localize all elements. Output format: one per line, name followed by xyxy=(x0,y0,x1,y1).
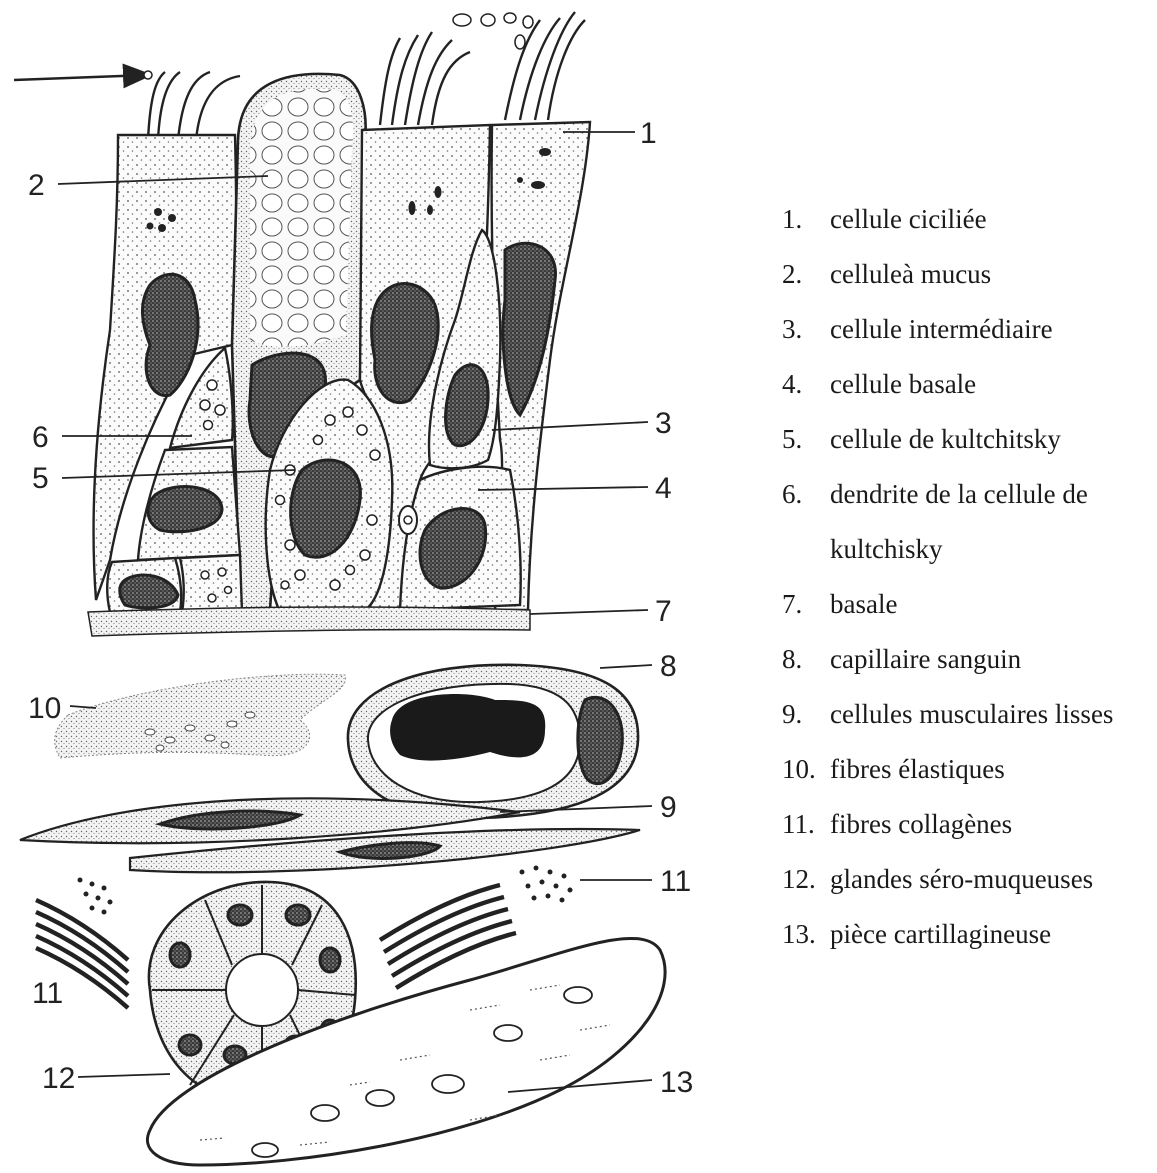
nucleus xyxy=(503,243,555,415)
legend-number: 13. xyxy=(782,907,830,962)
legend-number: 6. xyxy=(782,467,830,577)
callout-7: 7 xyxy=(655,595,672,628)
legend-label: fibres élastiques xyxy=(830,742,1152,797)
callout-9: 9 xyxy=(660,791,677,824)
legend-item: 4.cellule basale xyxy=(782,357,1152,412)
callout-6: 6 xyxy=(32,421,49,454)
callout-12: 12 xyxy=(42,1062,75,1095)
legend-item: 8.capillaire sanguin xyxy=(782,632,1152,687)
legend-number: 4. xyxy=(782,357,830,412)
legend-number: 7. xyxy=(782,577,830,632)
callout-10: 10 xyxy=(28,692,61,725)
legend-item: 6.dendrite de la cellule de kultchisky xyxy=(782,467,1152,577)
legend-item: 13.pièce cartillagineuse xyxy=(782,907,1152,962)
legend-label: fibres collagènes xyxy=(830,797,1152,852)
legend-number: 3. xyxy=(782,302,830,357)
legend-item: 3.cellule intermédiaire xyxy=(782,302,1152,357)
legend-label: cellule basale xyxy=(830,357,1152,412)
basal-cell-small xyxy=(180,555,242,612)
callout-1: 1 xyxy=(640,117,657,150)
legend-number: 10. xyxy=(782,742,830,797)
legend-number: 11. xyxy=(782,797,830,852)
basement-membrane xyxy=(88,607,530,636)
legend-label: pièce cartillagineuse xyxy=(830,907,1152,962)
legend-number: 8. xyxy=(782,632,830,687)
callout-2: 2 xyxy=(28,169,45,202)
legend-number: 12. xyxy=(782,852,830,907)
blood-capillary xyxy=(348,665,638,818)
callout-8: 8 xyxy=(660,650,677,683)
legend-number: 5. xyxy=(782,412,830,467)
collagen-dots-right xyxy=(520,866,573,903)
legend-label: cellule ciciliée xyxy=(830,192,1152,247)
callout-4: 4 xyxy=(655,472,672,505)
direction-arrow xyxy=(14,71,152,80)
callout-3: 3 xyxy=(655,407,672,440)
callout-11-left: 11 xyxy=(32,977,63,1010)
legend-label: dendrite de la cellule de kultchisky xyxy=(830,467,1152,577)
legend-label: cellule intermédiaire xyxy=(830,302,1152,357)
legend-label: glandes séro-muqueuses xyxy=(830,852,1152,907)
nucleus xyxy=(143,274,198,395)
legend-label: capillaire sanguin xyxy=(830,632,1152,687)
epithelium-diagram: 1 2 3 4 5 6 7 8 9 10 11 11 12 13 xyxy=(0,0,740,1173)
legend-item: 12.glandes séro-muqueuses xyxy=(782,852,1152,907)
legend-item: 10.fibres élastiques xyxy=(782,742,1152,797)
callout-5: 5 xyxy=(32,462,49,495)
legend-item: 9.cellules musculaires lisses xyxy=(782,687,1152,742)
legend-number: 1. xyxy=(782,192,830,247)
collagen-dots-left xyxy=(78,878,113,915)
legend-item: 2.celluleà mucus xyxy=(782,247,1152,302)
callout-13: 13 xyxy=(660,1066,693,1099)
legend-label: basale xyxy=(830,577,1152,632)
legend-label: celluleà mucus xyxy=(830,247,1152,302)
mucus-granules xyxy=(250,89,353,347)
legend-number: 2. xyxy=(782,247,830,302)
legend-item: 11.fibres collagènes xyxy=(782,797,1152,852)
mucus-droplets xyxy=(453,13,533,49)
legend-label: cellule de kultchitsky xyxy=(830,412,1152,467)
legend-label: cellules musculaires lisses xyxy=(830,687,1152,742)
callout-11-right: 11 xyxy=(660,865,691,898)
elastic-fibres xyxy=(55,674,346,758)
legend-number: 9. xyxy=(782,687,830,742)
legend-item: 1.cellule ciciliée xyxy=(782,192,1152,247)
dendrite-small xyxy=(399,506,417,534)
legend-item: 5.cellule de kultchitsky xyxy=(782,412,1152,467)
legend-item: 7.basale xyxy=(782,577,1152,632)
legend-list: 1.cellule ciciliée 2.celluleà mucus 3.ce… xyxy=(782,192,1152,962)
nucleus xyxy=(148,487,222,532)
